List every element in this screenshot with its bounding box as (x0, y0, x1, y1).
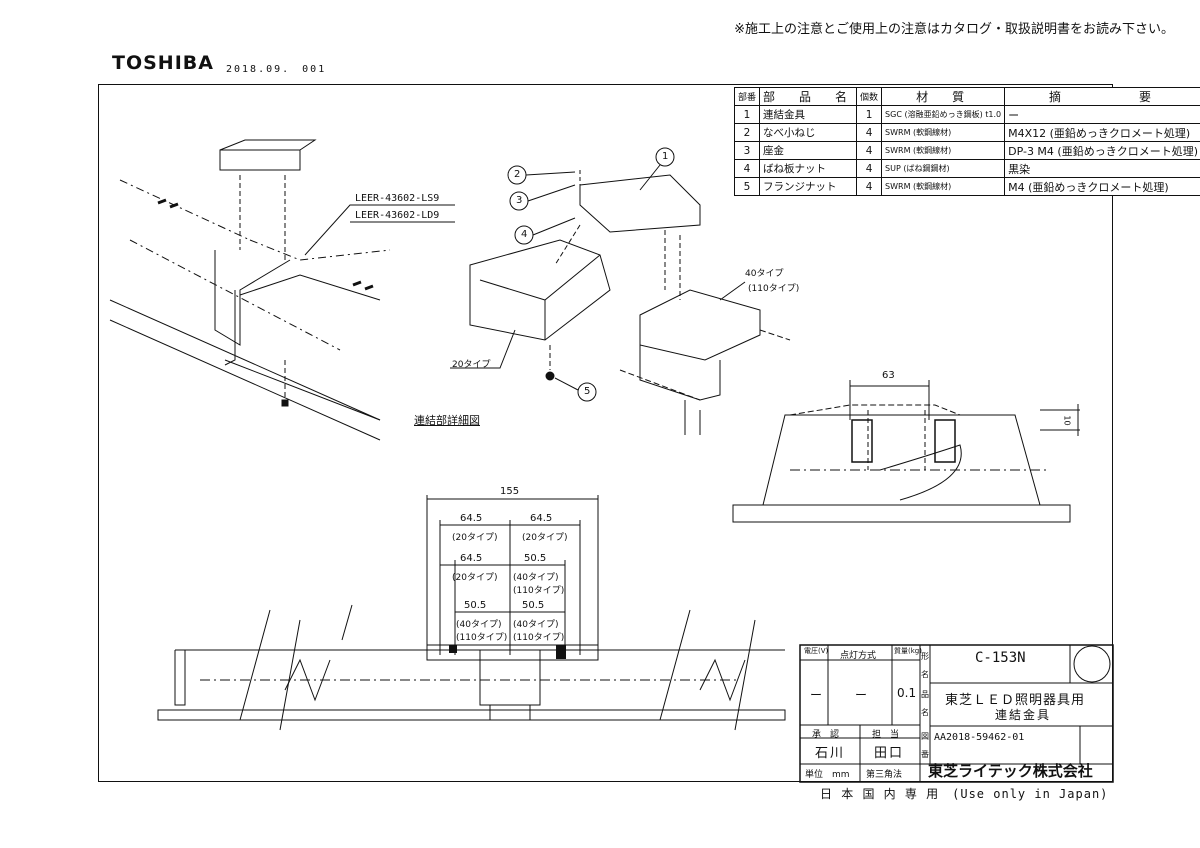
dim-63: 63 (882, 370, 895, 381)
type-40-mid: (40タイプ) (513, 573, 559, 583)
part-remarks: M4 (亜鉛めっきクロメート処理) (1004, 177, 1200, 196)
domestic-use-note: 日 本 国 内 専 用 (Use only in Japan) (820, 787, 1109, 801)
model-label-ld9: LEER-43602-LD9 (355, 210, 440, 221)
mass-value: 0.1 (897, 686, 917, 700)
balloon-5: 5 (584, 386, 591, 397)
type-20-left: (20タイプ) (452, 533, 498, 543)
model-label-ls9: LEER-43602-LS9 (355, 193, 440, 204)
voltage-label: 電圧(V) (804, 647, 829, 655)
type-20-right: (20タイプ) (522, 533, 568, 543)
type-110-label: (110タイプ) (748, 284, 800, 294)
approve-label: 承 認 (812, 730, 840, 740)
drawing-no-label: 図番 (921, 732, 929, 759)
lighting-label: 点灯方式 (840, 651, 877, 661)
dim-64-5-right: 64.5 (530, 513, 553, 524)
balloon-2: 2 (514, 169, 521, 180)
dim-64-5-mid: 64.5 (460, 553, 483, 564)
parts-table-header: 部番 部 品 名 個数 材 質 摘 要 (733, 87, 1200, 106)
voltage-value: ー (810, 688, 823, 702)
part-remarks: DP-3 M4 (亜鉛めっきクロメート処理) (1004, 141, 1200, 160)
table-row: 5 フランジナット 4 SWRM (軟鋼線材) M4 (亜鉛めっきクロメート処理… (733, 177, 1200, 196)
dim-64-5-left: 64.5 (460, 513, 483, 524)
type-110-left: (110タイプ) (456, 633, 508, 643)
charge-label: 担 当 (872, 730, 900, 740)
company-name: 東芝ライテック株式会社 (928, 762, 1093, 780)
parts-list-table: 部番 部 品 名 個数 材 質 摘 要 1 連結金具 1 SGC (溶融亜鉛めっ… (733, 87, 1200, 196)
part-qty: 4 (856, 177, 883, 196)
usage-notice: ※施工上の注意とご使用上の注意はカタログ・取扱説明書をお読み下さい。 (734, 22, 1174, 37)
lighting-value: ー (855, 688, 868, 702)
balloon-1: 1 (662, 151, 669, 162)
balloon-3: 3 (516, 195, 523, 206)
part-qty: 4 (856, 159, 883, 178)
type-110-right: (110タイプ) (513, 633, 565, 643)
dim-50-5-right: 50.5 (522, 600, 545, 611)
type-40-right: (40タイプ) (513, 620, 559, 630)
type-40-label: 40タイプ (745, 269, 784, 279)
part-remarks: M4X12 (亜鉛めっきクロメート処理) (1004, 123, 1200, 142)
product-name-line1: 東芝ＬＥＤ照明器具用 (945, 693, 1086, 708)
type-40-left: (40タイプ) (456, 620, 502, 630)
dim-50-5-left: 50.5 (464, 600, 487, 611)
balloon-4: 4 (521, 229, 528, 240)
form-label: 形名 (921, 652, 929, 679)
part-name: フランジナット (759, 177, 858, 196)
part-material: SGC (溶融亜鉛めっき鋼板) t1.0 (881, 105, 1006, 124)
type-20-label: 20タイプ (452, 360, 491, 370)
mass-label: 質量(kg) (894, 647, 922, 655)
document-date: 2018.09. 001 (226, 64, 327, 75)
brand-logo: TOSHIBA (112, 52, 214, 74)
dim-155: 155 (500, 486, 520, 497)
approver-name: 石川 (815, 746, 846, 761)
drawing-frame (98, 84, 1113, 782)
projection-label: 第三角法 (866, 770, 903, 780)
part-name: なべ小ねじ (759, 123, 858, 142)
detail-caption: 連結部詳細図 (414, 414, 480, 427)
type-20-mid: (20タイプ) (452, 573, 498, 583)
product-name-line2: 連結金具 (995, 708, 1052, 722)
part-no: 5 (733, 177, 761, 196)
product-label: 品名 (921, 690, 929, 717)
dim-50-5-mid: 50.5 (524, 553, 547, 564)
unit-label: 単位 mm (805, 770, 850, 780)
table-row: 4 ばね板ナット 4 SUP (ばね鋼鋼材) 黒染 (733, 159, 1200, 178)
table-row: 2 なべ小ねじ 4 SWRM (軟鋼線材) M4X12 (亜鉛めっきクロメート処… (733, 123, 1200, 142)
table-row: 3 座金 4 SWRM (軟鋼線材) DP-3 M4 (亜鉛めっきクロメート処理… (733, 141, 1200, 160)
person-name: 田口 (874, 746, 905, 761)
col-remarks: 摘 要 (1004, 87, 1200, 106)
part-material: SWRM (軟鋼線材) (881, 177, 1006, 196)
drawing-number: AA2018-59462-01 (934, 732, 1025, 743)
model-number: C-153N (975, 650, 1026, 666)
type-110-mid: (110タイプ) (513, 586, 565, 596)
